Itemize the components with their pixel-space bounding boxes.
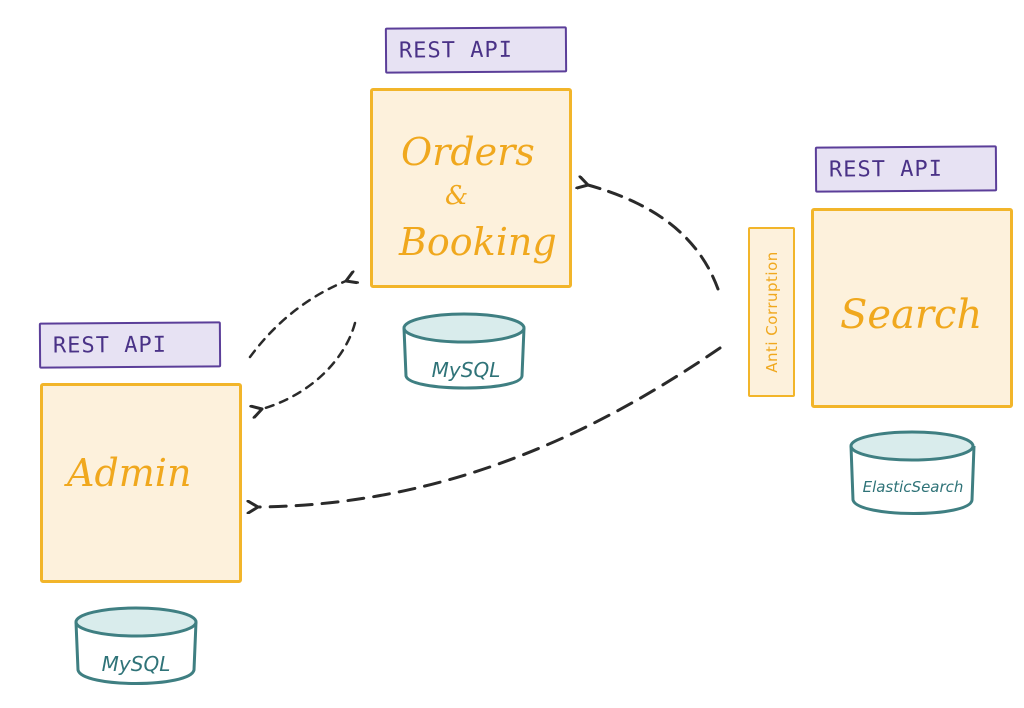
search-elasticsearch-database (849, 430, 976, 515)
admin-db-label: MySQL (101, 652, 171, 676)
orders-rest-api-label: REST API (398, 37, 514, 64)
arrow-admin-to-orders (248, 281, 346, 359)
orders-service-name-line1: Orders (401, 130, 535, 174)
search-rest-api-label: REST API (828, 156, 944, 183)
search-rest-api-tag: REST API (814, 145, 998, 193)
admin-service-box: Admin (40, 383, 242, 583)
orders-rest-api-tag: REST API (384, 26, 568, 74)
orders-service-name-line3: Booking (399, 220, 557, 264)
arrow-search-to-admin (258, 346, 722, 507)
orders-service-name-line2: & (445, 181, 469, 211)
search-db-label: ElasticSearch (862, 478, 964, 496)
orders-mysql-database (402, 312, 526, 390)
orders-booking-service-box: Orders & Booking (370, 88, 572, 288)
arrow-search-to-orders (588, 185, 720, 291)
admin-mysql-database (74, 606, 198, 685)
arrow-orders-to-admin (262, 321, 357, 409)
anti-corruption-label: Anti Corruption (762, 251, 781, 373)
search-service-box: Search (811, 208, 1013, 408)
admin-rest-api-label: REST API (52, 332, 168, 359)
search-service-name: Search (840, 292, 983, 338)
orders-db-label: MySQL (431, 358, 501, 382)
admin-service-name: Admin (67, 451, 192, 495)
anti-corruption-layer: Anti Corruption (748, 227, 795, 397)
admin-rest-api-tag: REST API (38, 321, 222, 369)
